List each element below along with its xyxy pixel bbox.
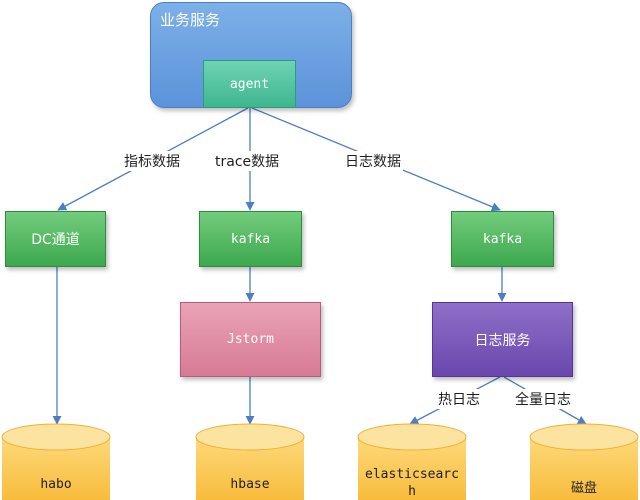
store-habo: [1, 423, 111, 500]
store-elasticsearch: [357, 423, 467, 500]
edge-label-metrics: 指标数据: [122, 151, 182, 171]
store-label-es-line2: h: [408, 484, 416, 499]
store-disk: [529, 423, 639, 500]
edge-label-full-logs: 全量日志: [513, 389, 573, 409]
store-label-disk: 磁盘: [570, 481, 597, 496]
dc-channel-box: DC通道: [5, 211, 106, 267]
business-service-title: 业务服务: [160, 11, 221, 29]
agent-box: agent: [203, 60, 296, 108]
store-label-habo: habo: [40, 477, 72, 492]
log-service-box: 日志服务: [432, 302, 573, 377]
edge-label-trace: trace数据: [213, 151, 282, 171]
store-label-hbase: hbase: [230, 477, 270, 492]
store-label-es-line1: elasticsearc: [365, 467, 459, 482]
kafka-trace-box: kafka: [199, 211, 302, 267]
kafka-logs-box: kafka: [451, 211, 554, 267]
edge-label-logs: 日志数据: [343, 151, 403, 171]
store-hbase: [195, 423, 305, 500]
jstorm-box: Jstorm: [180, 302, 321, 377]
edge-label-hot-logs: 热日志: [436, 389, 482, 409]
